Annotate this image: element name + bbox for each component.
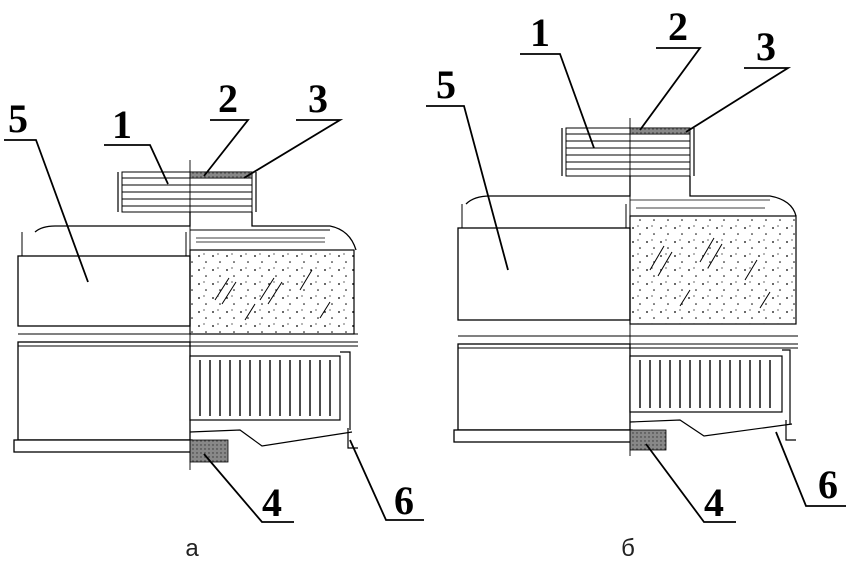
callout-3: 3 <box>685 24 792 133</box>
callout-6: 6 <box>775 431 846 507</box>
callout-4: 4 <box>203 453 294 525</box>
callout-label: 5 <box>8 96 28 141</box>
callout-4: 4 <box>645 443 736 525</box>
pleated-filter <box>189 351 351 430</box>
callout-label: 3 <box>756 24 776 69</box>
callout-label: 6 <box>394 478 414 523</box>
callout-3: 3 <box>243 76 344 179</box>
callout-label: 4 <box>262 480 282 525</box>
figure-caption-a: а <box>185 535 199 561</box>
callout-label: 1 <box>112 102 132 147</box>
callout-label: 2 <box>668 4 688 49</box>
callout-label: 3 <box>308 76 328 121</box>
threaded-neck <box>117 171 257 213</box>
callout-2: 2 <box>203 76 250 177</box>
callout-label: 1 <box>530 10 550 55</box>
absorbent-bed <box>189 249 355 335</box>
figure-a <box>13 160 358 470</box>
callout-label: 2 <box>218 76 238 121</box>
callout-1: 1 <box>104 102 169 185</box>
callouts-figure-b: 1 2 3 5 4 6 <box>426 4 846 525</box>
callout-5: 5 <box>426 62 509 271</box>
figure-b <box>453 118 798 456</box>
pleated-filter <box>629 349 791 424</box>
callout-5: 5 <box>4 96 89 283</box>
callout-label: 6 <box>818 462 838 507</box>
callout-2: 2 <box>639 4 702 131</box>
callout-label: 4 <box>704 480 724 525</box>
callout-1: 1 <box>520 10 595 149</box>
absorbent-bed <box>629 215 797 325</box>
callouts-figure-a: 1 2 3 5 4 6 <box>4 76 424 525</box>
callout-label: 5 <box>436 62 456 107</box>
figure-caption-b: б <box>621 535 635 561</box>
threaded-neck <box>561 127 695 177</box>
callout-6: 6 <box>349 439 424 523</box>
